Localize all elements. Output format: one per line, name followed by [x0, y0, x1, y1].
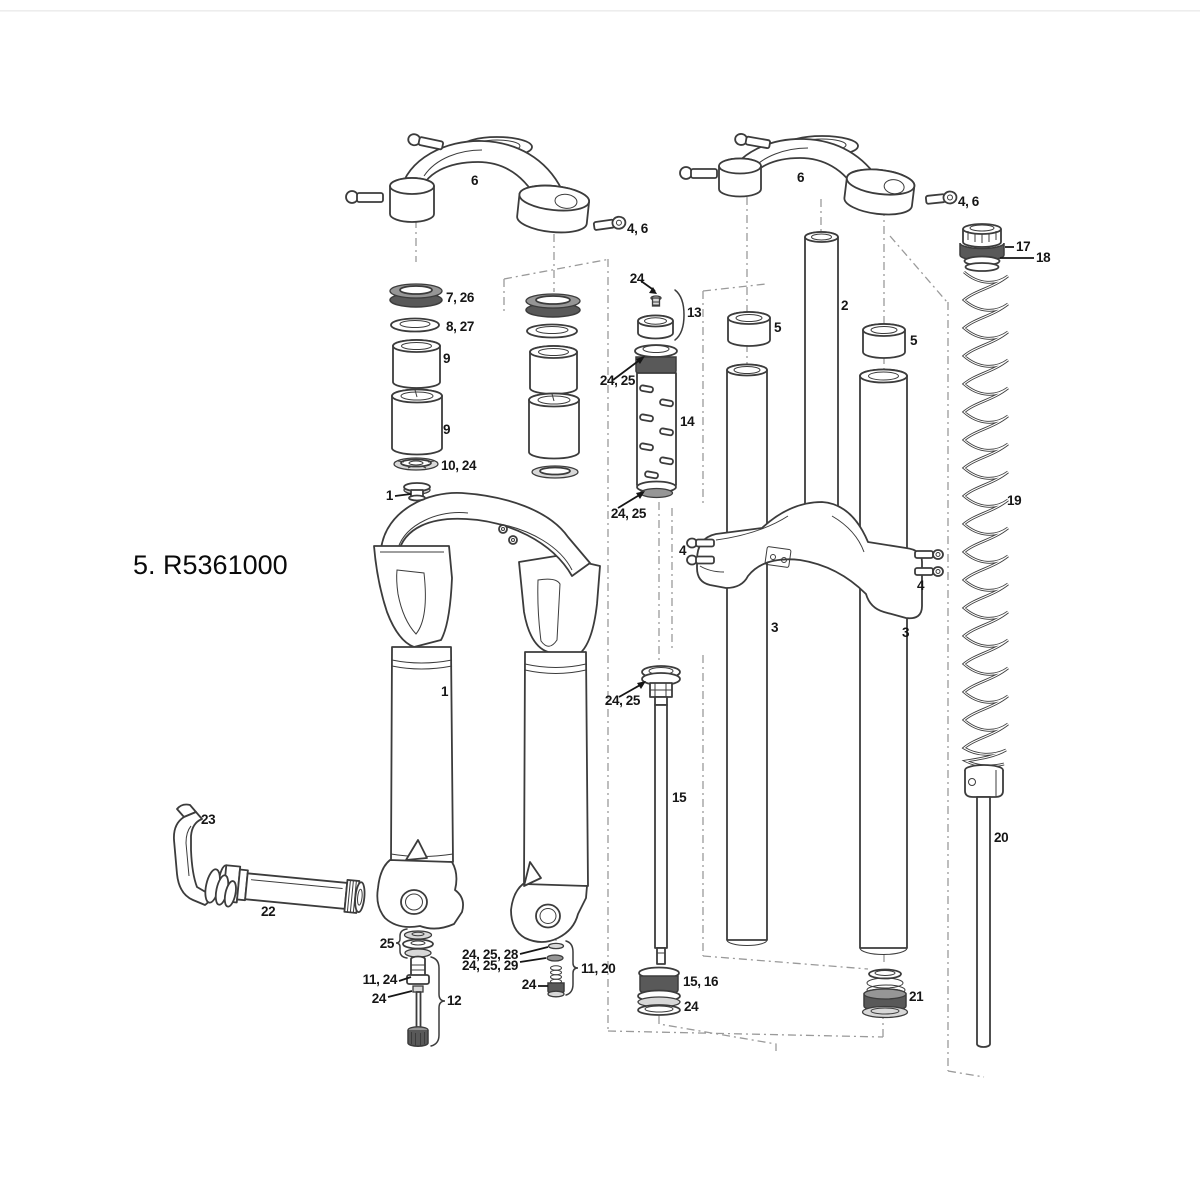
label-washer-29: 24, 25, 29: [462, 958, 518, 973]
drawing-number: 5. R5361000: [133, 550, 288, 580]
crown-pinch-bolt: [592, 215, 627, 231]
thru-axle-assembly: 22 23: [173, 803, 366, 919]
upper-crown-right: 6 4, 6: [679, 133, 980, 216]
crown-bolts-right: [914, 549, 944, 577]
damper-rod-assembly: 24, 25 15 15, 16 24: [605, 665, 719, 1016]
label-crown-race-right: 5: [910, 333, 918, 348]
label-air-bottom-collar: 24, 25: [611, 506, 647, 521]
label-stanchion-left: 3: [771, 620, 779, 635]
label-spring-shaft: 20: [994, 830, 1008, 845]
crown-pinch-bolt: [924, 190, 958, 205]
label-crush-washer: 10, 24: [441, 458, 477, 473]
assembly-dash-lines: [415, 197, 985, 1078]
label-arch-valve: 1: [386, 488, 394, 503]
label-foam-ring: 8, 27: [446, 319, 474, 334]
seal-stack-left: 7, 26 8, 27 9 9 10, 24: [389, 283, 477, 473]
crown-bolt-upper: [407, 133, 444, 151]
label-air-shaft: 14: [680, 414, 695, 429]
crown-bolt-lower: [679, 166, 718, 180]
coil-spring-assembly: 19 20 17 18: [959, 223, 1052, 1048]
compression-bolt-parts: 24, 25, 28 24, 25, 29 11, 20 24: [462, 940, 616, 998]
label-crown-race-left: 5: [774, 320, 782, 335]
label-spring-top-cap: 17: [1016, 239, 1030, 254]
label-rebound-assembly: 12: [447, 993, 461, 1008]
label-washer-28: 24, 25, 28: [462, 947, 519, 962]
lowers-casting: 1 1: [373, 482, 601, 943]
arch-valve-fitting: [403, 482, 431, 502]
label-dust-seal: 7, 26: [446, 290, 475, 305]
label-bushing-upper: 9: [443, 351, 450, 366]
scan-artifact-line: [0, 10, 1200, 12]
label-top-cap-assembly: 13: [687, 305, 702, 320]
label-axle-lever: 23: [201, 812, 216, 827]
label-crown-bolts-left: 4: [679, 543, 687, 558]
label-crown-bolts-right: 4: [917, 578, 925, 593]
air-top-cap-assembly: 24 13: [630, 271, 703, 341]
label-crown-left: 6: [471, 173, 479, 188]
label-rebound-fitting: 11, 24: [363, 972, 398, 987]
crown-bolts-left: [686, 537, 715, 566]
label-rod-oring: 24: [684, 999, 699, 1014]
label-crown-right-bolts: 4, 6: [958, 194, 980, 209]
label-lowers: 1: [441, 684, 449, 699]
bottomout-bumper: 21: [861, 968, 925, 1019]
label-spring-spacer: 18: [1036, 250, 1051, 265]
label-crown-left-bolts: 4, 6: [627, 221, 649, 236]
crown-steerer-unit: 2 5 5 4 4 3 3: [679, 231, 944, 955]
label-top-screw: 24: [630, 271, 645, 286]
label-bottom-bolt: 24: [522, 977, 537, 992]
seal-stack-right: [525, 293, 581, 479]
label-rod-piston: 24, 25: [605, 693, 641, 708]
label-bushing-lower: 9: [443, 422, 450, 437]
label-damper-rod: 15: [672, 790, 687, 805]
rebound-adjuster-assembly: 25 11, 24 24 12: [363, 928, 462, 1047]
label-stanchion-right: 3: [902, 625, 910, 640]
axle-quick-release-lever: [173, 803, 237, 908]
label-axle: 22: [261, 904, 275, 919]
label-air-top-collar: 24, 25: [600, 373, 636, 388]
label-bottomout-bumper: 21: [909, 989, 924, 1004]
label-coil-spring: 19: [1007, 493, 1021, 508]
crown-bolt-lower: [345, 190, 384, 204]
label-rebound-screw: 24: [372, 991, 387, 1006]
label-crown-right: 6: [797, 170, 805, 185]
air-shaft-assembly: 24, 25 14 24, 25: [600, 344, 696, 521]
label-spring-bolt: 11, 20: [581, 961, 615, 976]
label-steerer: 2: [841, 298, 848, 313]
label-seal-head: 15, 16: [683, 974, 719, 989]
label-shim-stack: 25: [380, 936, 395, 951]
crown-bolt-upper: [734, 133, 771, 149]
upper-crown-left: 6 4, 6: [345, 133, 649, 236]
